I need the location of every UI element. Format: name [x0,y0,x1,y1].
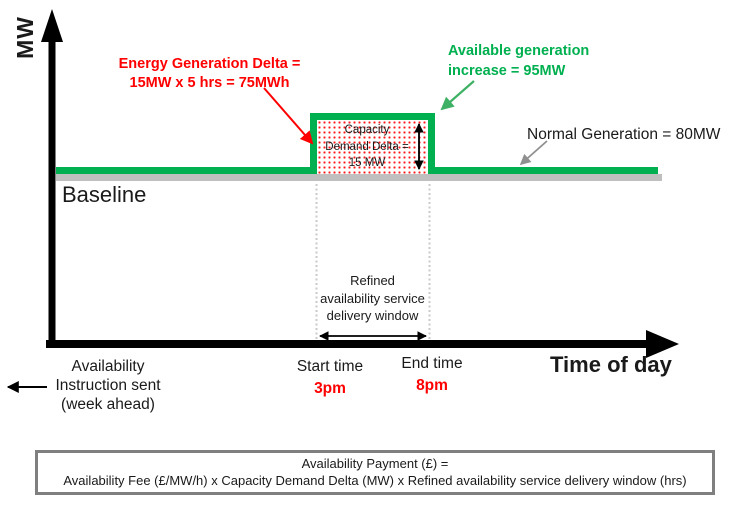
available-increase-arrow [440,80,475,111]
baseline-label: Baseline [62,182,147,207]
available-increase-line2: increase = 95MW [448,63,566,79]
formula-line2: Availability Fee (£/MW/h) x Capacity Dem… [63,473,687,488]
formula-line1: Availability Payment (£) = [301,456,449,471]
normal-generation-annotation: Normal Generation = 80MW [527,126,721,143]
y-axis-arrowhead-icon [41,9,63,42]
delivery-window-line3: delivery window [326,308,419,323]
available-increase-annotation: Available generation increase = 95MW [448,41,589,81]
y-axis-label: MW [12,16,38,59]
end-time-label: End time [401,355,463,372]
capacity-delta-label: Capacity Demand Delta = 15 MW [318,122,416,172]
start-time-value: 3pm [314,380,346,397]
instruction-line3: (week ahead) [61,396,155,413]
capacity-delta-line3: 15 MW [348,157,386,169]
instruction-line2: Instruction sent [55,377,161,394]
instruction-line1: Availability [71,358,145,375]
energy-delta-line2: 15MW x 5 hrs = 75MWh [129,75,290,91]
capacity-delta-line1: Capacity [344,124,390,136]
x-axis-label: Time of day [550,352,672,377]
delivery-window-label: Refined availability service delivery wi… [312,272,433,325]
energy-delta-line1: Energy Generation Delta = [118,56,301,72]
energy-delta-arrow [263,87,314,145]
available-increase-line1: Available generation [448,43,590,59]
baseline-80mw-line [56,174,662,181]
capacity-delta-line2: Demand Delta = [325,140,409,153]
normal-generation-arrow [519,140,548,166]
start-time-label: Start time [296,358,364,375]
delivery-window-line2: availability service [320,290,425,306]
end-time-value: 8pm [416,377,448,394]
availability-instruction-label: Availability Instruction sent (week ahea… [48,357,168,414]
availability-payment-formula-box: Availability Payment (£) = Availability … [35,450,715,495]
delivery-window-line1: Refined [350,273,395,288]
energy-delta-annotation: Energy Generation Delta = 15MW x 5 hrs =… [102,55,317,93]
